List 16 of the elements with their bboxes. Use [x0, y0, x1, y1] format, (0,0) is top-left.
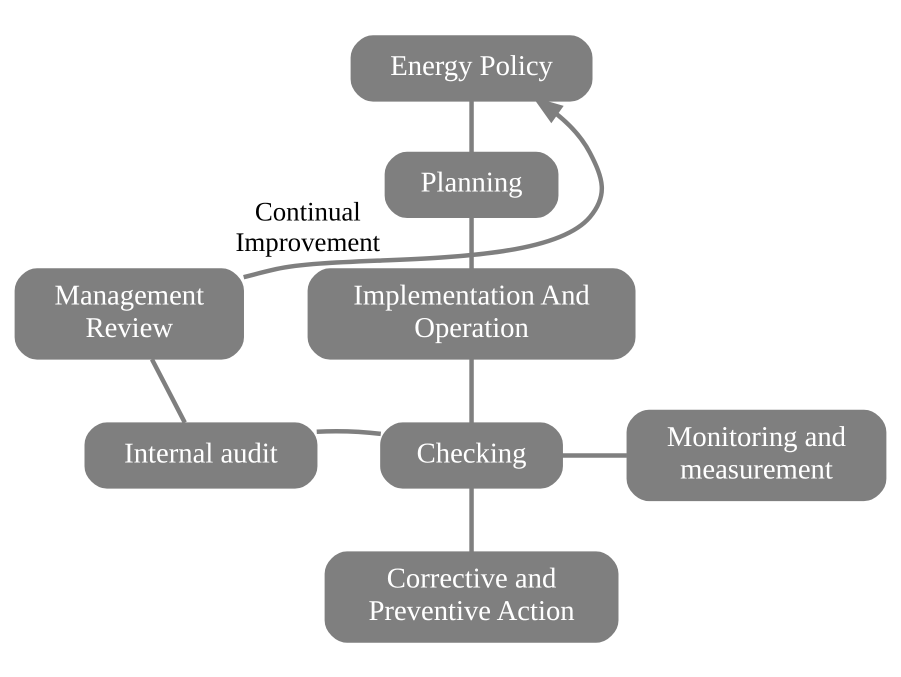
node-box: Checking — [380, 422, 563, 488]
node-box: Energy Policy — [350, 34, 592, 102]
node-box: Monitoring and measurement — [626, 409, 886, 501]
connector — [469, 100, 474, 152]
edge-label: Continual Improvement — [235, 196, 380, 257]
connector — [469, 358, 474, 422]
node-box: Internal audit — [84, 422, 318, 488]
node-box: Corrective and Preventive Action — [324, 550, 618, 642]
connector — [562, 452, 627, 458]
node-box: Planning — [384, 151, 558, 218]
connector — [469, 487, 474, 552]
node-box: Management Review — [14, 268, 244, 360]
node-box: Implementation And Operation — [308, 268, 636, 360]
connector — [469, 217, 474, 268]
connector — [316, 428, 382, 436]
connector — [150, 358, 187, 424]
